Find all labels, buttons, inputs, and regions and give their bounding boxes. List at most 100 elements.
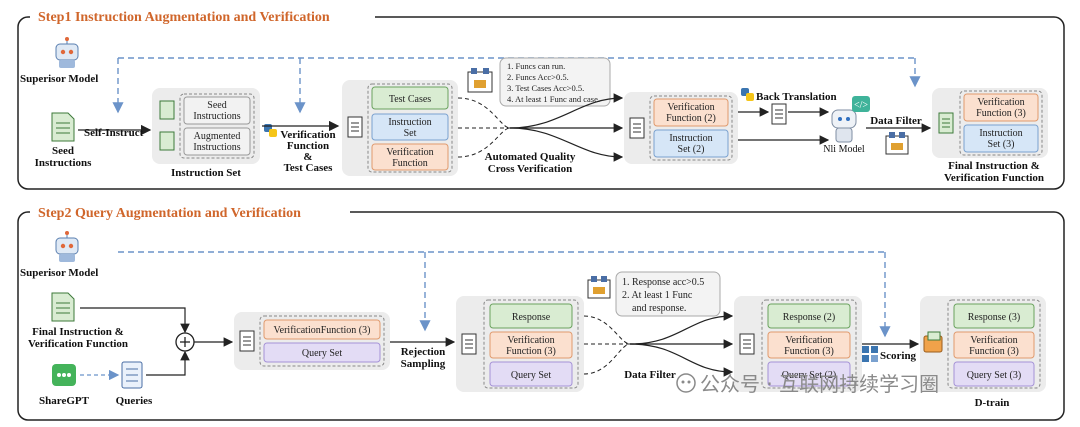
instruction-set-2-box (653, 129, 729, 158)
svg-text:Function (3): Function (3) (976, 108, 1026, 119)
svg-text:Instruction: Instruction (388, 117, 431, 128)
svg-text:Function (2): Function (2) (666, 113, 716, 124)
seed-instructions-box (183, 96, 251, 125)
document-icon (629, 117, 645, 139)
svg-text:Verification: Verification (667, 102, 714, 113)
svg-text:Verification: Verification (386, 147, 433, 158)
svg-text:Seed: Seed (207, 100, 226, 111)
response-3-box (953, 303, 1035, 329)
document-icon (739, 333, 755, 355)
svg-text:Query Set (3): Query Set (3) (967, 370, 1021, 381)
back-translation-label: Back Translation (756, 91, 837, 103)
queries-label: Queries (116, 395, 153, 407)
augmented-instructions-box (183, 127, 251, 156)
svg-text:Test Cases: Test Cases (389, 94, 431, 105)
svg-text:Verification: Verification (785, 335, 832, 346)
final-label-step2: Final Instruction & (32, 326, 124, 338)
verification-function-3-box-final (953, 331, 1035, 359)
verification-function-2-box (653, 98, 729, 127)
document-icon (347, 116, 363, 138)
instruction-set-box (371, 113, 449, 141)
seed-instructions-label: Seed (52, 145, 74, 157)
svg-text:2. At least 1 Func: 2. At least 1 Func (622, 290, 693, 301)
svg-text:Augmented: Augmented (194, 131, 241, 142)
step1-title: Step1 Instruction Augmentation and Verif… (38, 10, 330, 25)
code-icon: </> (852, 96, 870, 112)
svg-text:Function: Function (392, 158, 428, 169)
aqcv-label: Automated Quality (485, 151, 576, 163)
svg-text:Instruction: Instruction (979, 128, 1022, 139)
verification-function-3-box-s2 (263, 319, 381, 340)
svg-text:Verification Function: Verification Function (28, 338, 128, 350)
svg-text:Function (3): Function (3) (784, 346, 834, 357)
step1-panel (17, 16, 1065, 190)
instruction-set-3-box (963, 124, 1039, 153)
svg-text:and response.: and response. (632, 303, 686, 314)
verification-function-box (371, 143, 449, 171)
step2-title: Step2 Query Augmentation and Verificatio… (38, 206, 301, 221)
scoring-label: Scoring (880, 350, 917, 362)
svg-text:Verification: Verification (977, 97, 1024, 108)
svg-text:Function (3): Function (3) (969, 346, 1019, 357)
self-instruct-label: Self-Instruct (84, 127, 144, 139)
criteria-box (499, 57, 611, 107)
query-set-box (263, 342, 381, 363)
document-stack-icon (159, 100, 175, 151)
svg-text:Response (2): Response (2) (783, 312, 836, 323)
svg-text:Set (2): Set (2) (678, 144, 705, 155)
svg-text:Set (3): Set (3) (988, 139, 1015, 150)
svg-text:Response: Response (512, 312, 551, 323)
wechat-icon (676, 373, 696, 393)
sharegpt-icon (52, 364, 76, 386)
sharegpt-label: ShareGPT (39, 395, 90, 407)
final-label-1: Final Instruction & (948, 160, 1040, 172)
data-filter-label: Data Filter (870, 115, 922, 127)
svg-text:Query Set: Query Set (302, 348, 342, 359)
superisor-model-label: Superisor Model (20, 73, 98, 85)
query-set-2-box (767, 361, 851, 387)
svg-text:Sampling: Sampling (401, 358, 446, 370)
judge-icon (885, 132, 909, 155)
instruction-set-label: Instruction Set (171, 167, 241, 179)
superisor-model-label-2: Superisor Model (20, 267, 98, 279)
svg-text:Response (3): Response (3) (968, 312, 1021, 323)
criteria-box-2 (615, 271, 721, 317)
data-filter-label-2: Data Filter (624, 369, 676, 381)
document-icon (771, 103, 787, 125)
svg-text:2. Funcs Acc>0.5.: 2. Funcs Acc>0.5. (507, 72, 569, 82)
response-2-box (767, 303, 851, 329)
judge-icon (467, 68, 493, 93)
response-box (489, 303, 573, 329)
svg-text:Function: Function (287, 140, 329, 152)
document-icon (938, 112, 954, 134)
judge-icon (587, 276, 611, 299)
document-icon (239, 330, 255, 352)
svg-text:Query Set: Query Set (511, 370, 551, 381)
watermark-text: 公众号 · 互联网持续学习圈 (700, 372, 939, 396)
document-icon (51, 112, 75, 142)
svg-text:Instructions: Instructions (193, 111, 240, 122)
scoring-icon (862, 346, 878, 362)
svg-text:Query Set (2): Query Set (2) (782, 370, 836, 381)
query-set-3-box (953, 361, 1035, 387)
test-cases-box (371, 86, 449, 110)
svg-text:1. Response acc>0.5: 1. Response acc>0.5 (622, 277, 704, 288)
svg-text:Verification: Verification (507, 335, 554, 346)
verification-function-3-box (963, 93, 1039, 122)
svg-text:Instruction: Instruction (669, 133, 712, 144)
svg-text:Set: Set (404, 128, 417, 139)
verification-function-box-s2 (489, 331, 573, 359)
queries-icon (121, 361, 143, 389)
seed-instructions-label-2: Instructions (35, 157, 93, 169)
dtrain-label: D-train (975, 397, 1010, 409)
robot-icon (55, 37, 79, 68)
robot-icon (55, 231, 79, 262)
document-icon (461, 333, 477, 355)
svg-text:Test Cases: Test Cases (284, 162, 334, 174)
svg-text:4. At least 1 Func and case.: 4. At least 1 Func and case. (507, 94, 600, 104)
verification-function-2-box-s2 (767, 331, 851, 359)
vf-tc-label-1: Verification (280, 129, 335, 141)
wallet-icon (923, 331, 943, 353)
svg-text:1. Funcs can run.: 1. Funcs can run. (507, 61, 565, 71)
svg-text:VerificationFunction (3): VerificationFunction (3) (274, 325, 371, 336)
